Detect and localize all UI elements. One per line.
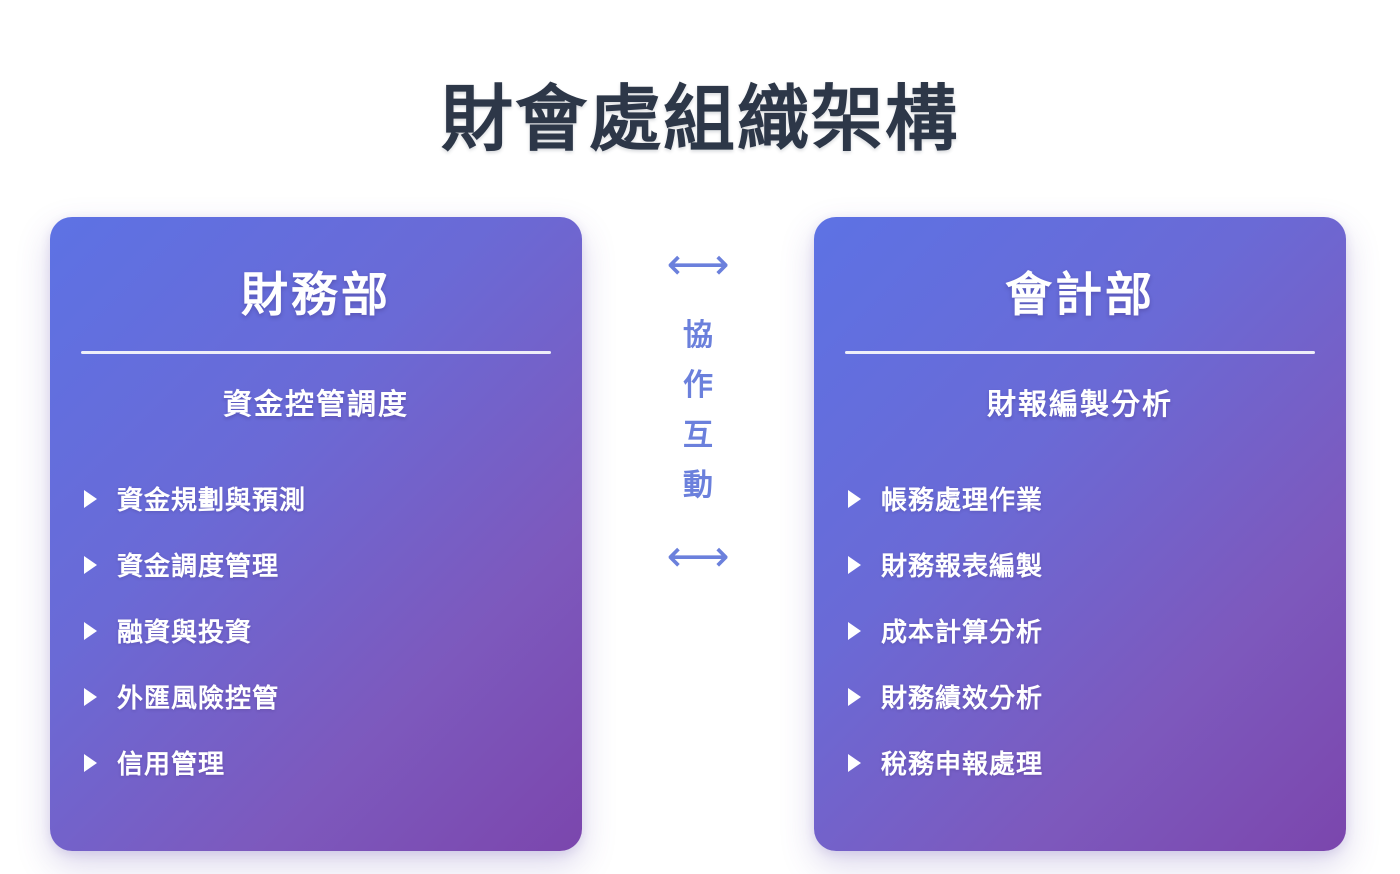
list-item[interactable]: 成本計算分析 <box>848 598 1346 664</box>
department-subtitle-finance: 資金控管調度 <box>222 389 409 422</box>
list-item-label: 財務報表編製 <box>881 551 1044 582</box>
list-item[interactable]: 信用管理 <box>84 730 582 796</box>
collaboration-label-char: 協 <box>683 319 713 352</box>
card-divider <box>845 351 1315 355</box>
double-headed-arrow-icon: ⟷ <box>666 532 730 581</box>
collaboration-connector: ⟷ 協 作 互 動 ⟷ <box>598 217 798 851</box>
departments-row: 財務部 資金控管調度 資金規劃與預測 資金調度管理 融資與投資 外 <box>0 217 1400 853</box>
triangle-bullet-icon <box>84 555 97 574</box>
list-item[interactable]: 帳務處理作業 <box>848 466 1346 532</box>
list-item-label: 成本計算分析 <box>881 617 1044 648</box>
list-item-label: 財務績效分析 <box>881 683 1044 714</box>
card-divider <box>81 351 551 355</box>
list-item-label: 帳務處理作業 <box>881 485 1044 516</box>
list-item-label: 外匯風險控管 <box>117 683 280 714</box>
list-item[interactable]: 外匯風險控管 <box>84 664 582 730</box>
department-card-finance[interactable]: 財務部 資金控管調度 資金規劃與預測 資金調度管理 融資與投資 外 <box>50 217 582 851</box>
page-title: 財會處組織架構 <box>440 80 959 161</box>
list-item[interactable]: 稅務申報處理 <box>848 730 1346 796</box>
list-item-label: 信用管理 <box>117 749 226 780</box>
triangle-bullet-icon <box>848 687 861 706</box>
department-subtitle-accounting: 財報編製分析 <box>986 389 1173 422</box>
double-headed-arrow-icon: ⟷ <box>666 240 730 289</box>
collaboration-label-char: 動 <box>683 469 713 502</box>
list-item-label: 資金調度管理 <box>117 551 280 582</box>
list-item[interactable]: 財務報表編製 <box>848 532 1346 598</box>
department-name-finance: 財務部 <box>241 268 391 321</box>
triangle-bullet-icon <box>848 621 861 640</box>
triangle-bullet-icon <box>84 621 97 640</box>
department-card-accounting[interactable]: 會計部 財報編製分析 帳務處理作業 財務報表編製 成本計算分析 財 <box>814 217 1346 851</box>
triangle-bullet-icon <box>84 753 97 772</box>
list-item-label: 資金規劃與預測 <box>117 485 307 516</box>
list-item[interactable]: 融資與投資 <box>84 598 582 664</box>
department-duties-finance: 資金規劃與預測 資金調度管理 融資與投資 外匯風險控管 信用管理 <box>50 466 582 796</box>
list-item[interactable]: 資金調度管理 <box>84 532 582 598</box>
triangle-bullet-icon <box>84 687 97 706</box>
triangle-bullet-icon <box>848 555 861 574</box>
collaboration-label-char: 作 <box>683 369 713 402</box>
list-item[interactable]: 資金規劃與預測 <box>84 466 582 532</box>
list-item-label: 融資與投資 <box>117 617 253 648</box>
triangle-bullet-icon <box>848 489 861 508</box>
department-duties-accounting: 帳務處理作業 財務報表編製 成本計算分析 財務績效分析 稅務申報處理 <box>814 466 1346 796</box>
triangle-bullet-icon <box>848 753 861 772</box>
triangle-bullet-icon <box>84 489 97 508</box>
list-item[interactable]: 財務績效分析 <box>848 664 1346 730</box>
list-item-label: 稅務申報處理 <box>881 749 1044 780</box>
department-name-accounting: 會計部 <box>1005 268 1155 321</box>
collaboration-label-char: 互 <box>683 419 713 452</box>
collaboration-label: 協 作 互 動 <box>683 311 713 511</box>
